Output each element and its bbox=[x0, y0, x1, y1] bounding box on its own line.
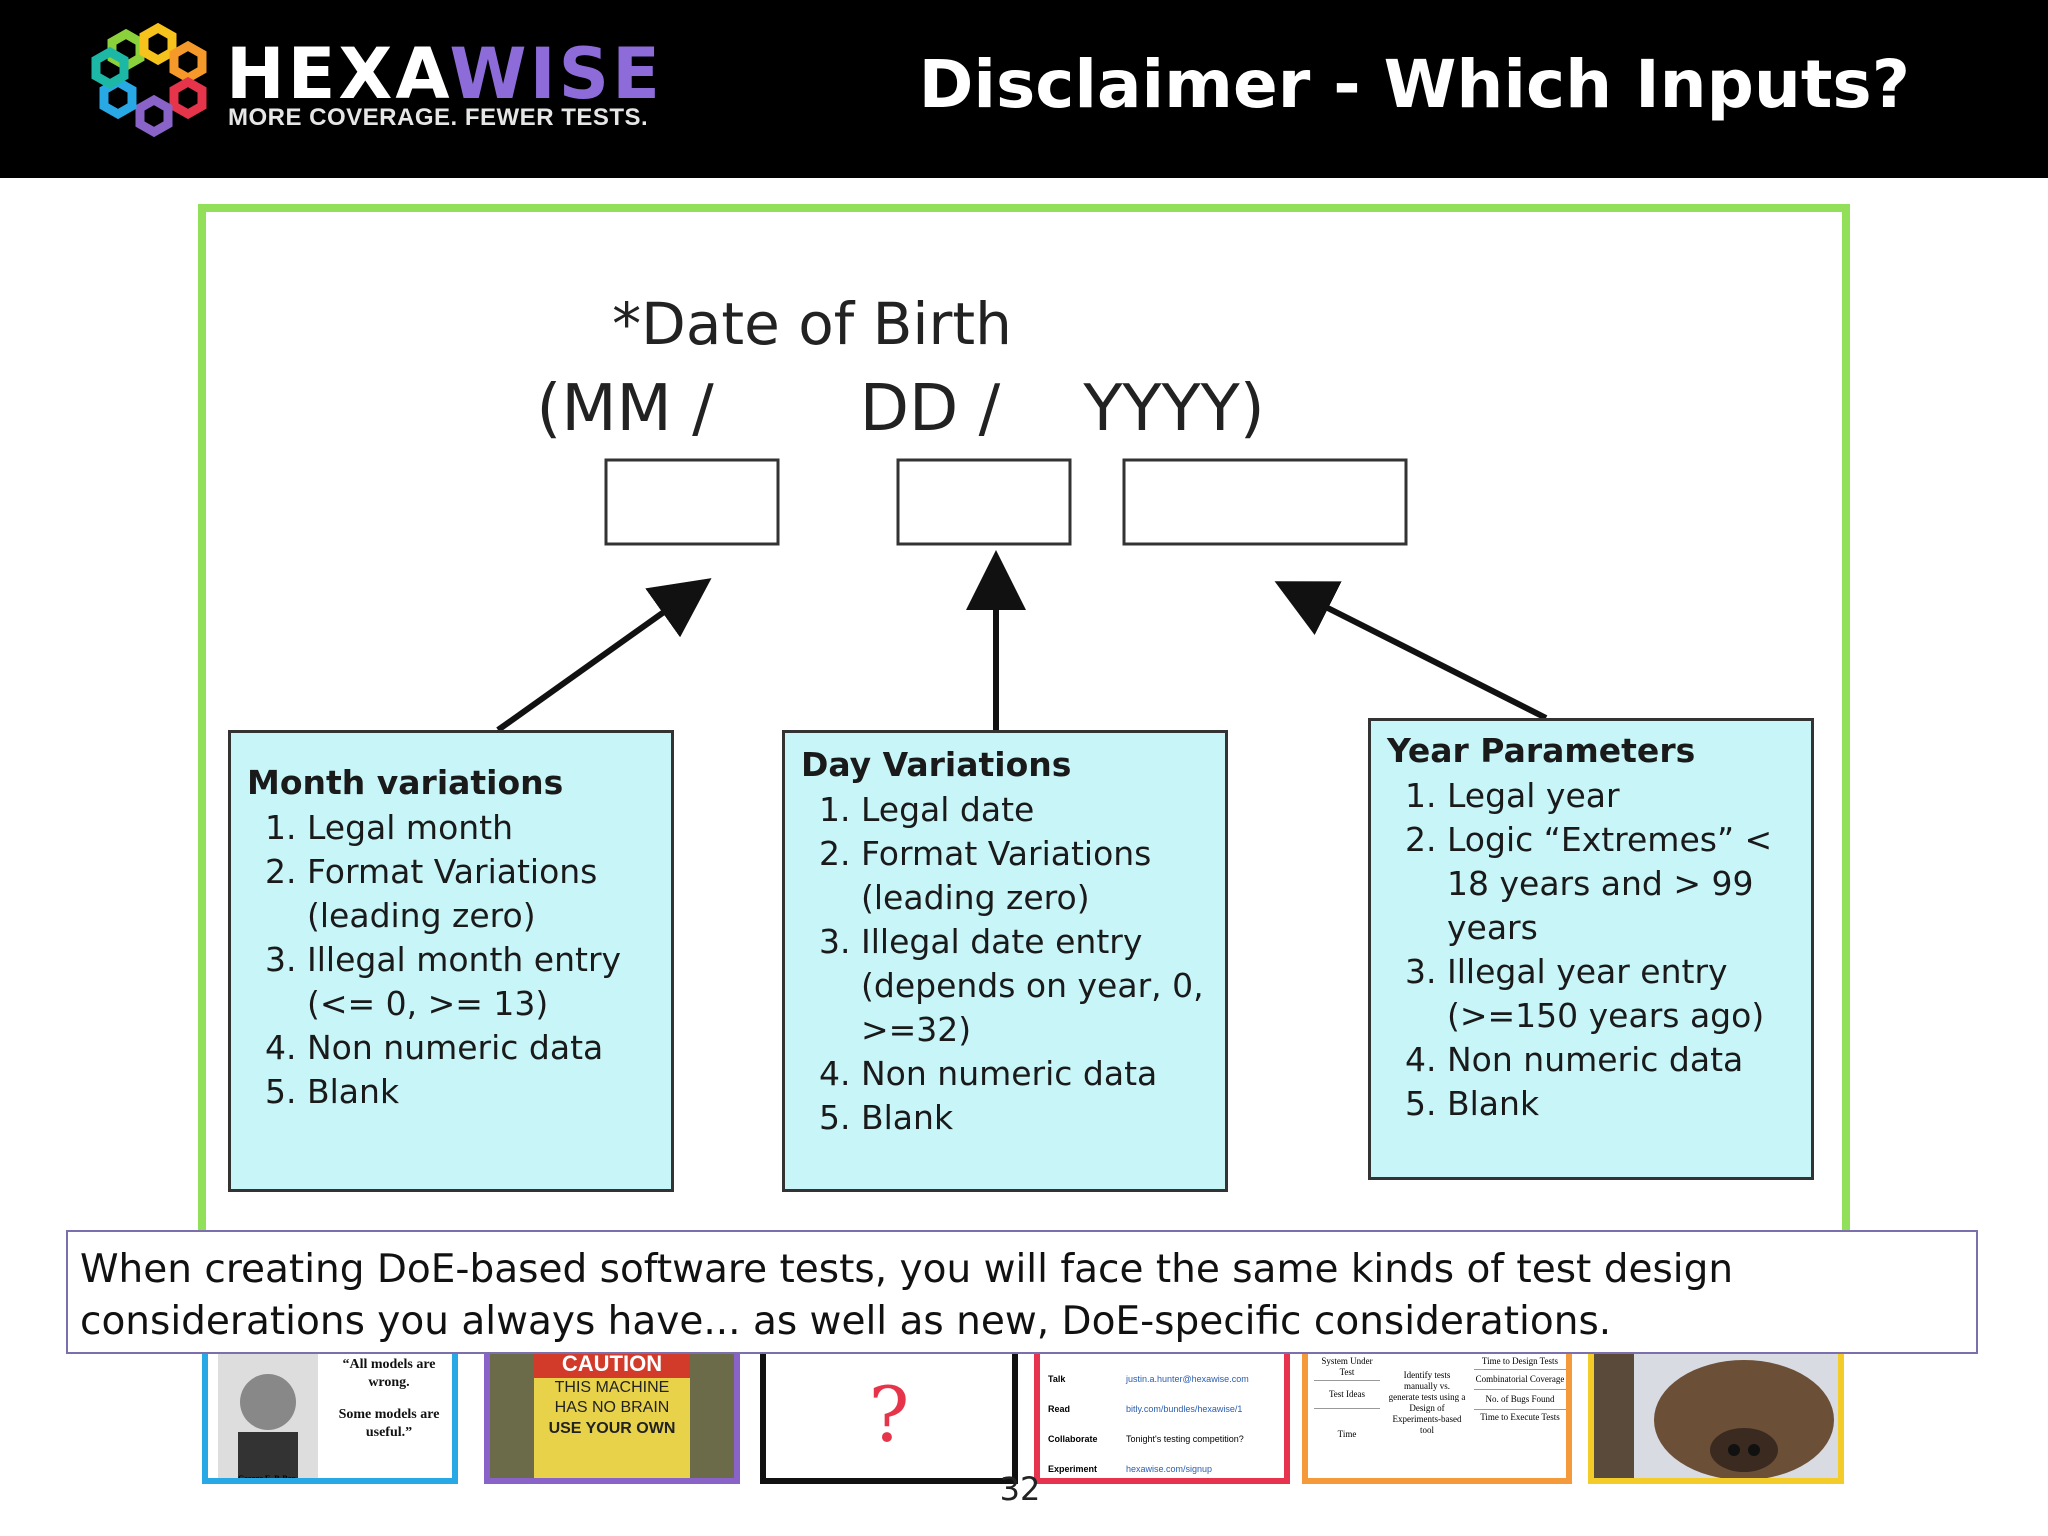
slide-number: 32 bbox=[999, 1470, 1041, 1508]
list-item: Blank bbox=[307, 1070, 655, 1114]
list-item: Legal month bbox=[307, 806, 655, 850]
question-mark-icon: ? bbox=[868, 1370, 910, 1459]
year-input-box[interactable] bbox=[1122, 458, 1408, 546]
card-list: Legal year Logic “Extremes” < 18 years a… bbox=[1387, 774, 1795, 1126]
list-item: Format Variations (leading zero) bbox=[861, 832, 1209, 920]
list-item: Non numeric data bbox=[861, 1052, 1209, 1096]
card-title: Year Parameters bbox=[1387, 731, 1696, 770]
card-list: Legal month Format Variations (leading z… bbox=[247, 806, 655, 1114]
workflow-column-middle: Identify tests manually vs. generate tes… bbox=[1388, 1370, 1466, 1435]
quote-line: Some models are useful.” bbox=[338, 1407, 440, 1440]
slide-title: Disclaimer - Which Inputs? bbox=[918, 46, 1910, 123]
date-of-birth-label: *Date of Birth bbox=[612, 290, 1012, 358]
figure-frame: *Date of Birth (MM / DD / YYYY) Month va… bbox=[198, 204, 1850, 1244]
caution-sign: CAUTION THIS MACHINE HAS NO BRAIN USE YO… bbox=[534, 1350, 690, 1478]
thumbnail-box-caution[interactable]: CAUTION THIS MACHINE HAS NO BRAIN USE YO… bbox=[484, 1344, 740, 1484]
portrait-icon bbox=[218, 1350, 318, 1478]
month-input-box[interactable] bbox=[604, 458, 780, 546]
caution-line: THIS MACHINE bbox=[554, 1379, 670, 1396]
card-title: Month variations bbox=[247, 763, 564, 802]
logo-tagline: MORE COVERAGE. FEWER TESTS. bbox=[228, 104, 649, 131]
year-arrow bbox=[1274, 581, 1548, 721]
month-format-label: (MM / bbox=[536, 372, 714, 446]
thumbnail-box-workflow[interactable]: System Under Test Test Ideas Time Identi… bbox=[1302, 1344, 1572, 1484]
workflow-column-right: Time to Design Tests Combinatorial Cover… bbox=[1474, 1356, 1566, 1422]
thumbnail-box-question[interactable]: ? bbox=[760, 1344, 1018, 1484]
month-arrow bbox=[496, 578, 712, 733]
list-item: Illegal month entry (<= 0, >= 13) bbox=[307, 938, 655, 1026]
slide-caption: When creating DoE-based software tests, … bbox=[66, 1230, 1978, 1354]
card-list: Legal date Format Variations (leading ze… bbox=[801, 788, 1209, 1140]
thumbnail-box-animal-photo[interactable] bbox=[1588, 1344, 1844, 1484]
logo-wordmark: HEXAWISE bbox=[226, 34, 663, 114]
year-parameters-card: Year Parameters Legal year Logic “Extrem… bbox=[1368, 718, 1814, 1180]
list-item: Illegal date entry (depends on year, 0, … bbox=[861, 920, 1209, 1052]
caution-line: USE YOUR OWN bbox=[548, 1420, 676, 1437]
thumbnail-box-quote[interactable]: “All models are wrong. Some models are u… bbox=[202, 1344, 458, 1484]
day-input-box[interactable] bbox=[896, 458, 1072, 546]
list-item: Non numeric data bbox=[307, 1026, 655, 1070]
list-item: Logic “Extremes” < 18 years and > 99 yea… bbox=[1447, 818, 1795, 950]
card-title: Day Variations bbox=[801, 745, 1072, 784]
month-variations-card: Month variations Legal month Format Vari… bbox=[228, 730, 674, 1192]
caution-line: HAS NO BRAIN bbox=[554, 1399, 670, 1416]
list-item: Blank bbox=[1447, 1082, 1795, 1126]
day-variations-card: Day Variations Legal date Format Variati… bbox=[782, 730, 1228, 1192]
list-item: Non numeric data bbox=[1447, 1038, 1795, 1082]
list-item: Legal year bbox=[1447, 774, 1795, 818]
workflow-column-left: System Under Test Test Ideas Time bbox=[1314, 1354, 1380, 1460]
list-item: Blank bbox=[861, 1096, 1209, 1140]
day-format-label: DD / bbox=[860, 372, 1001, 446]
year-format-label: YYYY) bbox=[1082, 372, 1264, 446]
date-of-birth-diagram: *Date of Birth (MM / DD / YYYY) bbox=[496, 290, 1548, 733]
caution-heading: CAUTION bbox=[534, 1350, 690, 1378]
list-item: Legal date bbox=[861, 788, 1209, 832]
thumbnail-quote: “All models are wrong. Some models are u… bbox=[326, 1356, 452, 1442]
quote-author: George E. P. Box bbox=[238, 1474, 296, 1483]
logo-wordmark-wise: WISE bbox=[449, 33, 663, 115]
slide-header: HEXAWISE MORE COVERAGE. FEWER TESTS. Dis… bbox=[0, 0, 2048, 178]
quote-line: “All models are wrong. bbox=[342, 1357, 436, 1390]
list-item: Format Variations (leading zero) bbox=[307, 850, 655, 938]
boar-photo-icon bbox=[1594, 1350, 1838, 1478]
logo-wordmark-hexa: HEXA bbox=[226, 33, 450, 115]
hexawise-logo-icon bbox=[91, 22, 207, 138]
list-item: Illegal year entry (>=150 years ago) bbox=[1447, 950, 1795, 1038]
